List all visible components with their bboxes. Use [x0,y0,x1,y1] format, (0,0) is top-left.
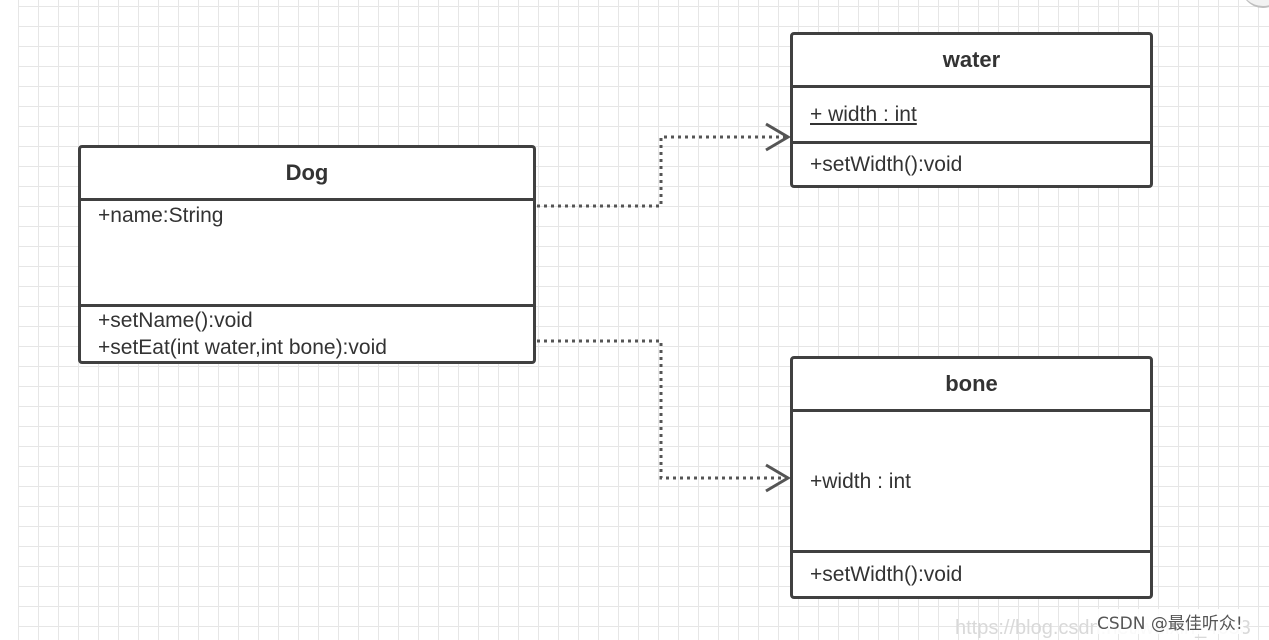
class-dog-operation-setname: +setName():void [98,309,253,332]
corner-decoration [1241,0,1269,8]
arrowhead-water [765,122,791,152]
class-bone[interactable]: bone +width : int +setWidth():void [790,356,1153,599]
class-water-name: water [793,35,1150,88]
arrowhead-bone [765,463,791,493]
class-dog-name: Dog [81,148,533,201]
class-dog[interactable]: Dog +name:String +setName():void +setEat… [78,145,536,364]
canvas-margin [0,0,18,640]
dependency-dog-to-bone [537,339,787,480]
class-water[interactable]: water + width : int +setWidth():void [790,32,1153,188]
class-bone-name: bone [793,359,1150,412]
class-bone-operation-setwidth: +setWidth():void [810,563,963,586]
class-dog-operation-seteat: +setEat(int water,int bone):void [98,336,387,359]
class-dog-operations: +setName():void +setEat(int water,int bo… [81,307,533,361]
class-water-operations: +setWidth():void [793,144,1150,185]
class-bone-attributes: +width : int [793,412,1150,553]
class-dog-attribute-name: +name:String [98,204,224,227]
class-water-operation-setwidth: +setWidth():void [810,153,963,176]
class-dog-attributes: +name:String [81,201,533,307]
class-bone-operations: +setWidth():void [793,553,1150,596]
class-water-attributes: + width : int [793,88,1150,144]
dependency-dog-to-water [537,135,787,208]
class-bone-attribute-width: +width : int [810,469,911,493]
class-water-attribute-width: + width : int [810,103,917,126]
watermark-label: CSDN @最佳听众! [1097,609,1243,634]
